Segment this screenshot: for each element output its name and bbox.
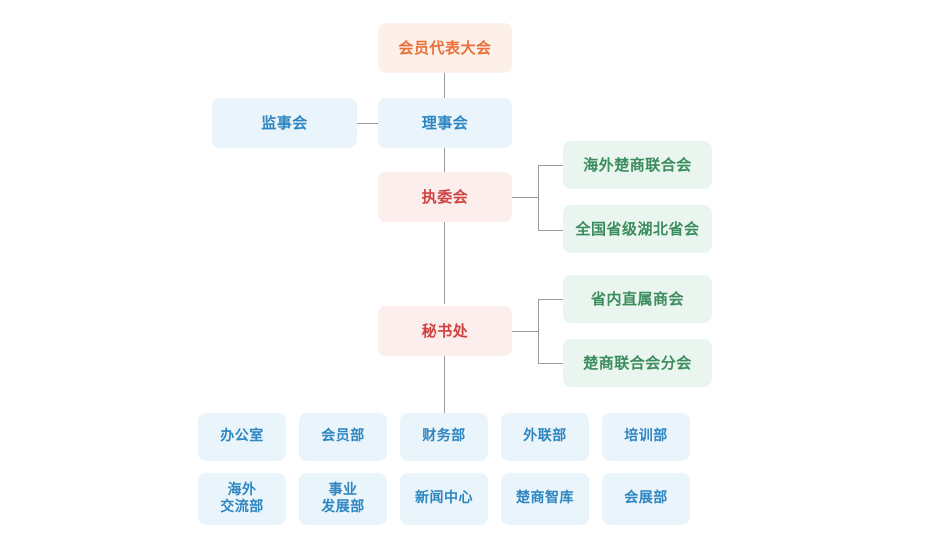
connector-executive-bracket [538, 165, 539, 230]
node-department-overseas-exchange[interactable]: 海外 交流部 [198, 473, 286, 525]
node-department-membership[interactable]: 会员部 [299, 413, 387, 461]
node-department-exhibition[interactable]: 会展部 [602, 473, 690, 525]
node-executive-committee[interactable]: 执委会 [378, 172, 512, 222]
node-chushang-federation-branch[interactable]: 楚商联合会分会 [563, 339, 712, 387]
node-overseas-chushang-federation[interactable]: 海外楚商联合会 [563, 141, 712, 189]
node-supervisory-board[interactable]: 监事会 [212, 98, 357, 148]
connector-secretariat-stub [511, 331, 539, 332]
node-secretariat[interactable]: 秘书处 [378, 306, 512, 356]
connector-executive-branch-2 [538, 230, 564, 231]
connector-secretariat-to-departments [444, 356, 445, 413]
node-department-training[interactable]: 培训部 [602, 413, 690, 461]
connector-executive-stub [511, 197, 539, 198]
connector-assembly-to-council [444, 73, 445, 98]
node-department-office[interactable]: 办公室 [198, 413, 286, 461]
connector-secretariat-branch-2 [538, 363, 564, 364]
connector-supervisory-to-council [357, 123, 379, 124]
connector-secretariat-branch-1 [538, 299, 564, 300]
node-council[interactable]: 理事会 [378, 98, 512, 148]
node-provincial-direct-chamber[interactable]: 省内直属商会 [563, 275, 712, 323]
node-department-business-development[interactable]: 事业 发展部 [299, 473, 387, 525]
node-department-finance[interactable]: 财务部 [400, 413, 488, 461]
connector-secretariat-bracket [538, 299, 539, 363]
node-department-news-center[interactable]: 新闻中心 [400, 473, 488, 525]
connector-executive-to-secretariat [444, 222, 445, 304]
node-member-assembly[interactable]: 会员代表大会 [378, 23, 512, 73]
node-national-provincial-hubei-association[interactable]: 全国省级湖北省会 [563, 205, 712, 253]
connector-council-to-executive [444, 148, 445, 172]
node-department-liaison[interactable]: 外联部 [501, 413, 589, 461]
connector-executive-branch-1 [538, 165, 564, 166]
node-department-chushang-think-tank[interactable]: 楚商智库 [501, 473, 589, 525]
